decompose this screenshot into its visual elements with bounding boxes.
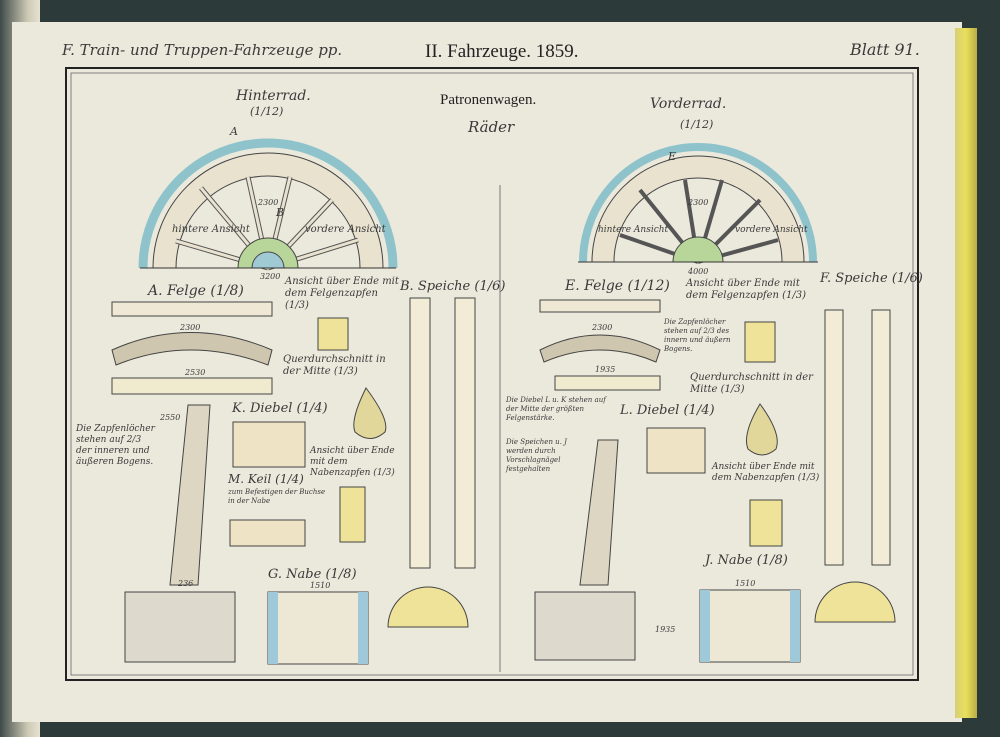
- nabe-g: [267, 591, 369, 665]
- nabe-section: [534, 591, 636, 661]
- nabe-end-view: [339, 486, 366, 543]
- nabe-j-label: J. Nabe (1/8): [702, 553, 788, 568]
- dim: 2300: [687, 198, 708, 207]
- nabe-section: [124, 591, 236, 663]
- felge-cross-section: [353, 387, 387, 439]
- nabe-half-view: [387, 586, 469, 628]
- note: Die Speichen u. J werden durch Vorschlag…: [506, 438, 567, 473]
- cross-section-label: Querdurchschnitt in der Mitte (1/3): [690, 372, 813, 395]
- speiche-side: [454, 297, 476, 569]
- dim: 1935: [595, 365, 615, 374]
- felge-e-label: E. Felge (1/12): [564, 278, 670, 294]
- rear-wheel: [138, 138, 398, 271]
- felge-cross-section: [746, 403, 778, 456]
- plate-frame: [65, 67, 919, 681]
- front-wheel: [578, 143, 818, 264]
- speiche-front: [409, 297, 431, 569]
- felge-bottom-view: [554, 375, 661, 391]
- rear-view-label: hintere Ansicht: [598, 225, 669, 235]
- page-edges: [955, 28, 977, 718]
- felge-side-view: [539, 334, 661, 363]
- diebel-l-label: L. Diebel (1/4): [619, 403, 715, 418]
- part-letter: E: [667, 150, 676, 163]
- dim: 2300: [179, 323, 200, 332]
- nabe-half-view: [814, 581, 896, 623]
- nabe-j: [699, 589, 801, 663]
- nabe-end-label: Ansicht über Ende mit dem Nabenzapfen (1…: [310, 446, 395, 478]
- front-wheel-title: Vorderrad.: [650, 96, 726, 112]
- cross-section-label: Querdurchschnitt in der Mitte (1/3): [283, 354, 386, 377]
- dim: 236: [177, 579, 193, 588]
- keil: [229, 519, 306, 547]
- dim: 2550: [159, 413, 180, 422]
- part-letter: B: [275, 206, 284, 219]
- dim: 2530: [184, 368, 205, 377]
- felge-end-view: [317, 317, 349, 351]
- plate-subtitle: Räder: [467, 118, 515, 136]
- nabe-end-label: Ansicht über Ende mit dem Nabenzapfen (1…: [712, 462, 820, 483]
- end-view-label: Ansicht über Ende mit dem Felgenzapfen (…: [686, 278, 807, 301]
- note: Die Zapfenlöcher stehen auf 2/3 des inne…: [664, 318, 731, 353]
- end-view-label: Ansicht über Ende mit dem Felgenzapfen (…: [285, 276, 399, 311]
- felge-end-view: [744, 321, 776, 363]
- felge-top-view: [111, 301, 273, 317]
- spoke-section: [169, 404, 211, 586]
- dim: 1935: [655, 625, 675, 634]
- note: Die Diebel L u. K stehen auf der Mitte d…: [506, 396, 606, 422]
- nabe-end-view: [749, 499, 783, 547]
- felge-side-view: [111, 332, 273, 366]
- diebel-k-label: K. Diebel (1/4): [231, 401, 328, 416]
- nabe-g-label: G. Nabe (1/8): [268, 567, 357, 582]
- speiche-side: [871, 309, 891, 566]
- header-title: II. Fahrzeuge. 1859.: [425, 41, 579, 62]
- front-view-label: vordere Ansicht: [305, 224, 387, 235]
- rear-wheel-scale: (1/12): [250, 105, 283, 118]
- dim: 4000: [687, 267, 708, 276]
- speiche-front: [824, 309, 844, 566]
- dim: 3200: [260, 272, 280, 281]
- speiche-b-label: B. Speiche (1/6): [399, 279, 505, 294]
- rear-wheel-title: Hinterrad.: [235, 88, 311, 104]
- felge-bottom-view: [111, 377, 273, 395]
- dim: 2300: [257, 198, 278, 207]
- front-wheel-scale: (1/12): [680, 118, 713, 131]
- front-view-label: vordere Ansicht: [735, 225, 808, 235]
- diebel-k: [232, 421, 306, 468]
- plate-inner-frame: [70, 72, 914, 676]
- dim: 1510: [310, 581, 330, 590]
- dim: 2300: [591, 323, 612, 332]
- header-plate-number: Blatt 91.: [849, 40, 920, 59]
- diebel-l: [646, 427, 706, 474]
- spoke-section: [579, 439, 619, 586]
- header-series: F. Train- und Truppen-Fahrzeuge pp.: [61, 41, 342, 59]
- note: Die Zapfenlöcher stehen auf 2/3 der inne…: [76, 424, 155, 467]
- keil-label: M. Keil (1/4): [227, 472, 304, 486]
- felge-top-view: [539, 299, 661, 313]
- rear-view-label: hintere Ansicht: [172, 224, 251, 235]
- part-letter: A: [229, 125, 238, 138]
- speiche-f-label: F. Speiche (1/6): [819, 271, 923, 286]
- dim: 1510: [735, 579, 755, 588]
- felge-a-label: A. Felge (1/8): [146, 283, 244, 299]
- plate-title: Patronenwagen.: [440, 92, 536, 108]
- keil-note: zum Befestigen der Buchse in der Nabe: [228, 488, 326, 505]
